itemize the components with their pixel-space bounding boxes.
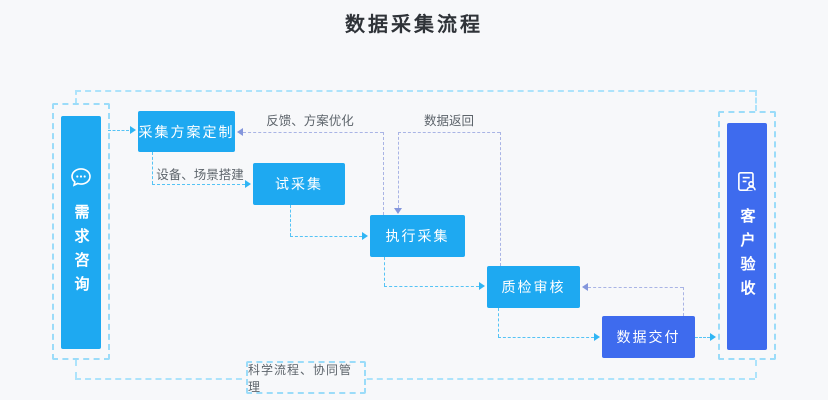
connector-demand-to-plan	[108, 130, 129, 131]
arrow-plan-to-trial	[245, 180, 251, 188]
node-acceptance: 客户验收	[727, 123, 767, 350]
node-acceptance-label: 客户验收	[738, 208, 757, 304]
document-person-icon	[734, 169, 760, 195]
node-qa: 质检审核	[487, 266, 580, 308]
connector-trial-to-execute	[290, 236, 362, 237]
node-demand: 需求咨询	[61, 116, 101, 349]
arrow-delivery-to-acceptance	[710, 333, 716, 341]
connector-execute-to-qa	[384, 286, 479, 287]
connector-delivery-to-acceptance	[695, 337, 710, 338]
outer-loop-top-horizontal	[75, 90, 755, 92]
node-qa-label: 质检审核	[501, 280, 566, 296]
node-delivery-label: 数据交付	[616, 330, 681, 346]
connector-plan-down	[152, 152, 153, 184]
management-badge: 科学流程、协同管理	[246, 361, 366, 394]
return-qa-vertical	[500, 132, 501, 266]
connector-plan-to-trial	[152, 184, 245, 185]
page-title: 数据采集流程	[345, 12, 483, 36]
connector-qa-down	[498, 308, 499, 337]
feedback-execute-to-plan	[243, 132, 383, 133]
management-badge-label: 科学流程、协同管理	[248, 362, 353, 394]
arrow-execute-to-qa	[479, 282, 485, 290]
feedback-delivery-vertical	[683, 287, 684, 316]
node-trial: 试采集	[253, 163, 345, 205]
arrow-qa-to-delivery	[594, 333, 600, 341]
return-qa-to-execute	[398, 132, 500, 133]
edge-label-feedback: 反馈、方案优化	[266, 113, 354, 128]
arrow-feedback-to-qa	[582, 283, 588, 291]
demand-frame	[52, 103, 110, 360]
node-execute-label: 执行采集	[385, 229, 450, 245]
node-execute: 执行采集	[370, 215, 465, 257]
arrow-demand-to-plan	[130, 126, 136, 134]
arrow-feedback-to-plan	[237, 128, 243, 136]
outer-loop-top-right-vertical	[755, 90, 757, 111]
node-plan: 采集方案定制	[138, 111, 235, 152]
outer-loop-bottom-right-vertical	[755, 360, 757, 378]
outer-loop-bottom-horizontal	[75, 378, 755, 380]
feedback-delivery-to-qa	[588, 287, 683, 288]
node-demand-label: 需求咨询	[72, 204, 91, 300]
outer-loop-bottom-left-vertical	[75, 360, 77, 378]
edge-label-setup: 设备、场景搭建	[156, 167, 244, 182]
chat-bubble-icon	[68, 165, 94, 191]
feedback-execute-vertical	[383, 132, 384, 215]
node-plan-label: 采集方案定制	[138, 124, 235, 141]
connector-qa-to-delivery	[498, 337, 594, 338]
connector-execute-down	[384, 257, 385, 286]
outer-loop-top-left-vertical	[75, 90, 77, 103]
arrow-trial-to-execute	[362, 232, 368, 240]
node-delivery: 数据交付	[602, 316, 695, 358]
edge-label-data-return: 数据返回	[423, 113, 474, 128]
acceptance-frame	[718, 111, 776, 360]
connector-trial-down	[290, 205, 291, 236]
node-trial-label: 试采集	[275, 177, 323, 193]
return-execute-vertical	[398, 132, 399, 208]
arrow-return-to-execute	[394, 208, 402, 214]
